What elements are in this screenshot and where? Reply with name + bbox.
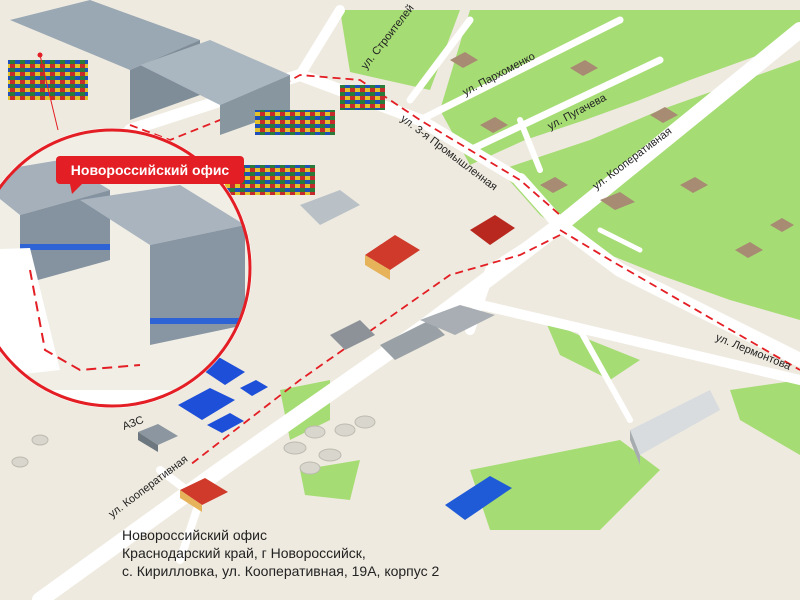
gas-station (138, 424, 178, 452)
gas-station-label: АЗС (121, 414, 146, 433)
office-address-line2: с. Кирилловка, ул. Кооперативная, 19А, к… (122, 563, 440, 579)
industrial-buildings (8, 0, 720, 465)
residential-houses (180, 52, 794, 512)
office-address-title: Новороссийский офис (122, 527, 267, 543)
green-area-northeast (280, 10, 800, 530)
route-path (129, 74, 800, 466)
storage-tanks (11, 415, 376, 475)
zoom-inset (0, 52, 252, 408)
water-pond (445, 476, 512, 520)
office-address-line1: Краснодарский край, г Новороссийск, (122, 545, 366, 561)
office-badge: Новороссийский офис (56, 156, 244, 194)
office-address-block: Новороссийский офис Краснодарский край, … (122, 526, 482, 580)
office-badge-label: Новороссийский офис (71, 162, 230, 178)
